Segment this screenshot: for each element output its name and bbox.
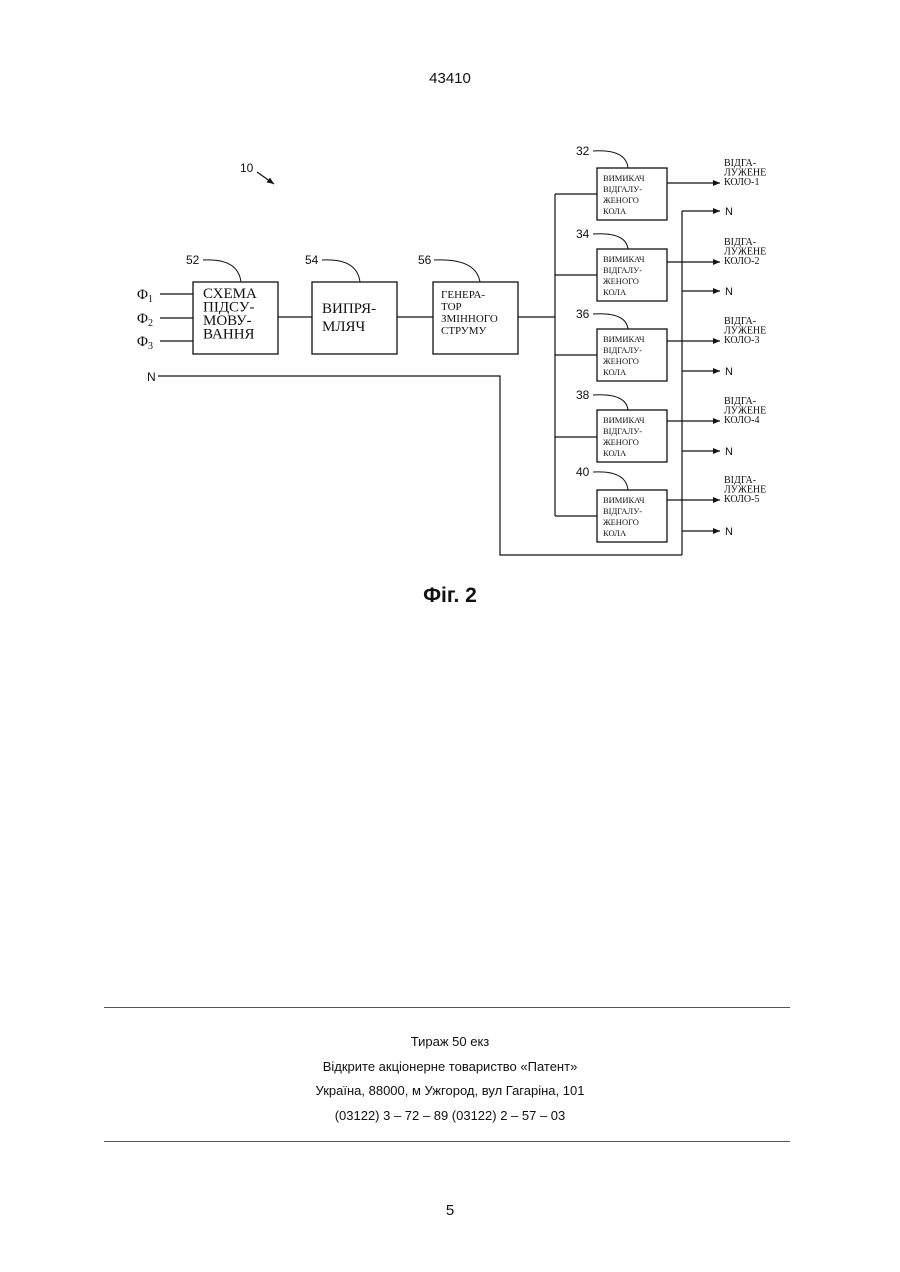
main-block-1-text-line-4: ВАННЯ <box>203 327 255 343</box>
ref-leader-56 <box>434 260 480 282</box>
ref-leader-34 <box>593 234 628 249</box>
phase-input-label-3: Φ3 <box>137 334 153 352</box>
branch-neutral-label-3: N <box>725 366 733 378</box>
ref-leader-52 <box>203 260 241 282</box>
branch-neutral-label-1: N <box>725 206 733 218</box>
branch-switch-2-text-line-4: КОЛА <box>603 287 627 297</box>
main-block-3-text-line-3: ЗМІННОГО <box>441 313 498 325</box>
branch-switch-3-text-line-4: КОЛА <box>603 367 627 377</box>
branch-switch-4-text-line-1: ВИМИКАЧ <box>603 415 645 425</box>
main-block-2-text-line-2: МЛЯЧ <box>322 319 366 335</box>
ref-label-40: 40 <box>576 465 590 479</box>
branch-switch-2-text-line-1: ВИМИКАЧ <box>603 254 645 264</box>
ref-label-54: 54 <box>305 253 319 267</box>
top-divider <box>104 1007 790 1008</box>
branch-output-label-5-line-3: КОЛО-5 <box>724 494 759 505</box>
phase-input-label-1: Φ1 <box>137 287 153 305</box>
neutral-input-label: N <box>147 370 156 384</box>
imprint: Тираж 50 екз Відкрите акціонерне товарис… <box>0 1030 900 1128</box>
diagram-shapes: 10Φ1Φ2Φ3СХЕМАПІДСУ-МОВУ-ВАННЯ52ВИПРЯ-МЛЯ… <box>137 144 766 542</box>
branch-switch-4-text-line-3: ЖЕНОГО <box>603 437 639 447</box>
ref-leader-54 <box>322 260 360 282</box>
ref-label-56: 56 <box>418 253 432 267</box>
branch-switch-3-text-line-3: ЖЕНОГО <box>603 356 639 366</box>
ref-label-36: 36 <box>576 307 590 321</box>
branch-switch-2-text-line-3: ЖЕНОГО <box>603 276 639 286</box>
branch-switch-3-text-line-1: ВИМИКАЧ <box>603 334 645 344</box>
ref-label-34: 34 <box>576 227 590 241</box>
main-block-3-text-line-2: ТОР <box>441 301 462 313</box>
branch-neutral-label-5: N <box>725 526 733 538</box>
branch-output-label-3-line-3: КОЛО-3 <box>724 335 759 346</box>
ref-leader-32 <box>593 151 628 168</box>
branch-switch-4-text-line-4: КОЛА <box>603 448 627 458</box>
bottom-divider <box>104 1141 790 1142</box>
imprint-address: Україна, 88000, м Ужгород, вул Гагаріна,… <box>0 1079 900 1104</box>
page-number: 5 <box>0 1202 900 1219</box>
branch-switch-5-text-line-1: ВИМИКАЧ <box>603 495 645 505</box>
branch-switch-1-text-line-4: КОЛА <box>603 206 627 216</box>
ref-label-10: 10 <box>240 161 254 175</box>
branch-neutral-label-2: N <box>725 286 733 298</box>
branch-switch-1-text-line-1: ВИМИКАЧ <box>603 173 645 183</box>
ref-label-52: 52 <box>186 253 200 267</box>
imprint-print-run: Тираж 50 екз <box>0 1030 900 1055</box>
ref-10-arrow <box>257 172 274 184</box>
imprint-publisher: Відкрите акціонерне товариство «Патент» <box>0 1055 900 1080</box>
main-block-3-text-line-4: СТРУМУ <box>441 325 486 337</box>
branch-switch-1-text-line-3: ЖЕНОГО <box>603 195 639 205</box>
ref-leader-36 <box>593 314 628 329</box>
ref-label-38: 38 <box>576 388 590 402</box>
branch-switch-5-text-line-4: КОЛА <box>603 528 627 538</box>
ref-label-32: 32 <box>576 144 590 158</box>
block-diagram: 10Φ1Φ2Φ3СХЕМАПІДСУ-МОВУ-ВАННЯ52ВИПРЯ-МЛЯ… <box>0 0 900 570</box>
branch-output-label-2-line-3: КОЛО-2 <box>724 256 759 267</box>
figure-caption: Фіг. 2 <box>0 584 900 608</box>
branch-output-label-4-line-3: КОЛО-4 <box>724 415 759 426</box>
branch-switch-3-text-line-2: ВІДГАЛУ- <box>603 345 642 355</box>
ref-leader-40 <box>593 472 628 490</box>
ref-leader-38 <box>593 395 628 410</box>
imprint-phones: (03122) 3 – 72 – 89 (03122) 2 – 57 – 03 <box>0 1104 900 1129</box>
branch-switch-1-text-line-2: ВІДГАЛУ- <box>603 184 642 194</box>
branch-output-label-1-line-3: КОЛО-1 <box>724 177 759 188</box>
branch-switch-4-text-line-2: ВІДГАЛУ- <box>603 426 642 436</box>
main-block-2 <box>312 282 397 354</box>
branch-switch-5-text-line-3: ЖЕНОГО <box>603 517 639 527</box>
main-block-3-text-line-1: ГЕНЕРА- <box>441 289 485 301</box>
branch-neutral-label-4: N <box>725 446 733 458</box>
phase-input-label-2: Φ2 <box>137 311 153 329</box>
branch-switch-5-text-line-2: ВІДГАЛУ- <box>603 506 642 516</box>
branch-switch-2-text-line-2: ВІДГАЛУ- <box>603 265 642 275</box>
main-block-2-text-line-1: ВИПРЯ- <box>322 301 376 317</box>
